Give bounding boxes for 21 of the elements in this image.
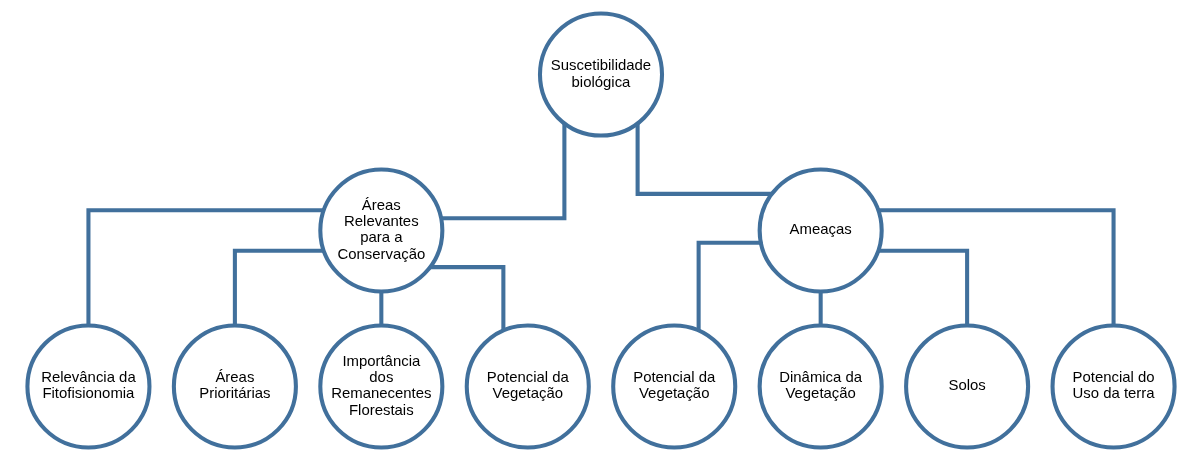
- node-circle: Áreas Relevantes para a Conservação: [318, 167, 445, 294]
- node-circle: Suscetibilidade biológica: [537, 11, 665, 138]
- node-circle: Potencial do Uso da terra: [1050, 323, 1177, 450]
- connector: [696, 240, 761, 331]
- node-circle: Potencial da Vegetação: [464, 323, 591, 450]
- node-circle: Solos: [904, 323, 1031, 450]
- node-circle: Importância dos Remanecentes Florestais: [318, 323, 445, 450]
- connector: [86, 208, 324, 326]
- node-circle: Ameaças: [757, 167, 884, 294]
- node-circle: Áreas Prioritárias: [171, 323, 298, 450]
- node-circle: Relevância da Fitofisionomia: [25, 323, 152, 450]
- node-circle: Potencial da Vegetação: [611, 323, 738, 450]
- connector: [441, 123, 567, 221]
- connector: [635, 123, 772, 196]
- connector: [232, 248, 324, 326]
- connector: [818, 291, 823, 325]
- connector: [430, 265, 506, 331]
- connector: [878, 248, 970, 326]
- connector: [379, 291, 384, 325]
- node-circle: Dinâmica da Vegetação: [757, 323, 884, 450]
- connector: [878, 208, 1116, 326]
